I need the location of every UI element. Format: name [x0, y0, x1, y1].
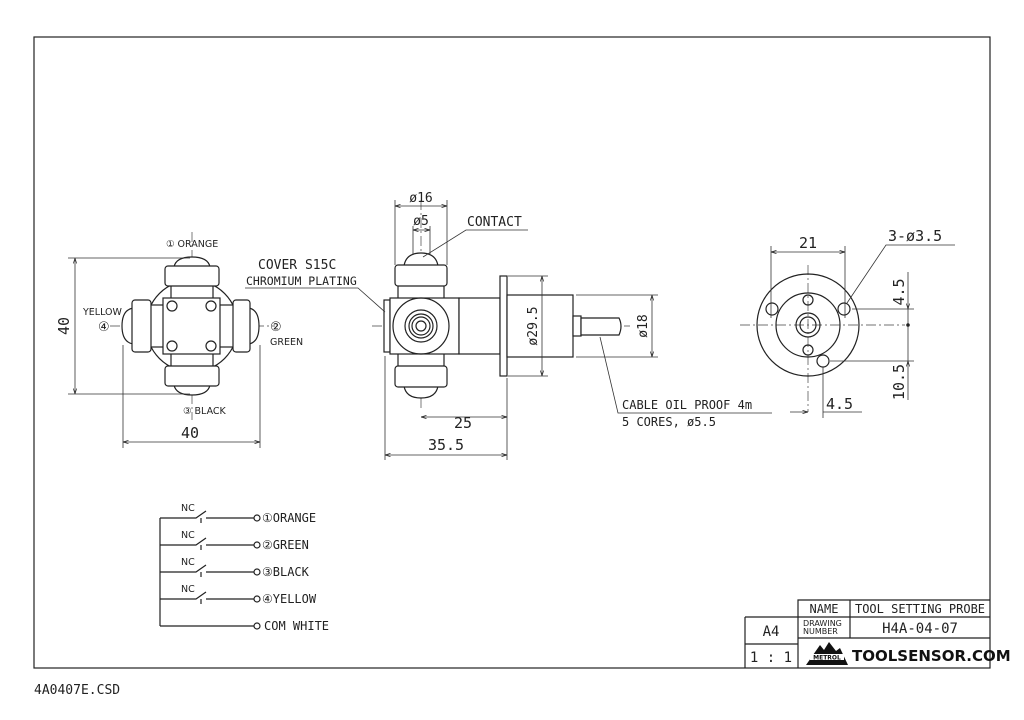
dim-contact-diameter: ø5	[413, 214, 429, 229]
end-view: 21 3-ø3.5 4.5 10.5 4.5	[740, 227, 955, 418]
switch-row: NC ①ORANGE	[160, 503, 316, 525]
dim-10-5: 10.5	[890, 364, 908, 400]
scale: 1 : 1	[750, 650, 792, 666]
dim-25: 25	[454, 414, 472, 432]
dim-height: 40	[55, 317, 73, 335]
name-label: NAME	[810, 602, 839, 616]
name-value: TOOL SETTING PROBE	[855, 602, 985, 616]
svg-text:NC: NC	[181, 530, 195, 541]
paper-size: A4	[763, 624, 780, 640]
port-black-label: ③ BLACK	[183, 406, 227, 417]
cable-spec-line1: CABLE OIL PROOF 4m	[622, 398, 752, 412]
drawing-number-value: H4A-04-07	[882, 621, 958, 637]
svg-text:②GREEN: ②GREEN	[262, 538, 309, 552]
wiring-schematic: NC ①ORANGE NC ②GREEN NC ③BLACK NC ④YELLO…	[159, 503, 329, 633]
svg-text:NC: NC	[181, 557, 195, 568]
svg-text:③BLACK: ③BLACK	[262, 565, 310, 579]
dim-flange-diameter: ø29.5	[526, 306, 541, 345]
side-view: ø16 ø5 CONTACT COVER S15C CHROMIUM PLATI…	[245, 191, 772, 460]
dim-4-5-vertical: 4.5	[890, 278, 908, 305]
common-row: COM WHITE	[160, 619, 329, 633]
dim-width: 40	[181, 424, 199, 442]
plating-label: CHROMIUM PLATING	[246, 274, 357, 288]
dim-35-5: 35.5	[428, 436, 464, 454]
holes-spec: 3-ø3.5	[888, 227, 942, 245]
switch-row: NC ③BLACK	[160, 557, 310, 579]
svg-text:NC: NC	[181, 584, 195, 595]
switch-row: NC ②GREEN	[160, 530, 309, 552]
port-yellow-label: YELLOW	[82, 307, 123, 318]
logo-text: TOOLSENSOR.COM	[852, 647, 1011, 665]
drawing-number-label: DRAWING	[803, 619, 842, 628]
cable-spec-line2: 5 CORES, ø5.5	[622, 415, 716, 429]
drawing-border	[33, 36, 991, 669]
svg-text:METROL: METROL	[813, 655, 841, 662]
svg-text:NC: NC	[181, 503, 195, 514]
port-yellow-num: ④	[98, 320, 110, 335]
file-label: 4A0407E.CSD	[34, 683, 120, 698]
drawing-number-label-2: NUMBER	[803, 627, 838, 636]
dim-21: 21	[799, 234, 817, 252]
metrol-logo-icon: METROL	[806, 642, 848, 665]
title-block: NAME TOOL SETTING PROBE DRAWING NUMBER H…	[744, 599, 1011, 668]
port-orange-label: ① ORANGE	[166, 239, 218, 250]
switch-row: NC ④YELLOW	[160, 584, 317, 606]
cover-label: COVER S15C	[258, 258, 336, 273]
screw-icon	[166, 300, 217, 352]
contact-label: CONTACT	[467, 215, 522, 230]
port-green-label: GREEN	[270, 337, 303, 348]
dim-cap-diameter: ø16	[409, 191, 432, 206]
port-green-num: ②	[270, 320, 282, 335]
svg-text:①ORANGE: ①ORANGE	[262, 511, 316, 525]
dim-body-diameter: ø18	[636, 314, 651, 337]
svg-text:COM WHITE: COM WHITE	[264, 619, 329, 633]
front-view: 40 40 ① ORANGE ② GREEN ③ BLACK YELLOW ④	[55, 232, 303, 448]
dim-4-5-horizontal: 4.5	[826, 395, 853, 413]
svg-text:④YELLOW: ④YELLOW	[262, 592, 317, 606]
